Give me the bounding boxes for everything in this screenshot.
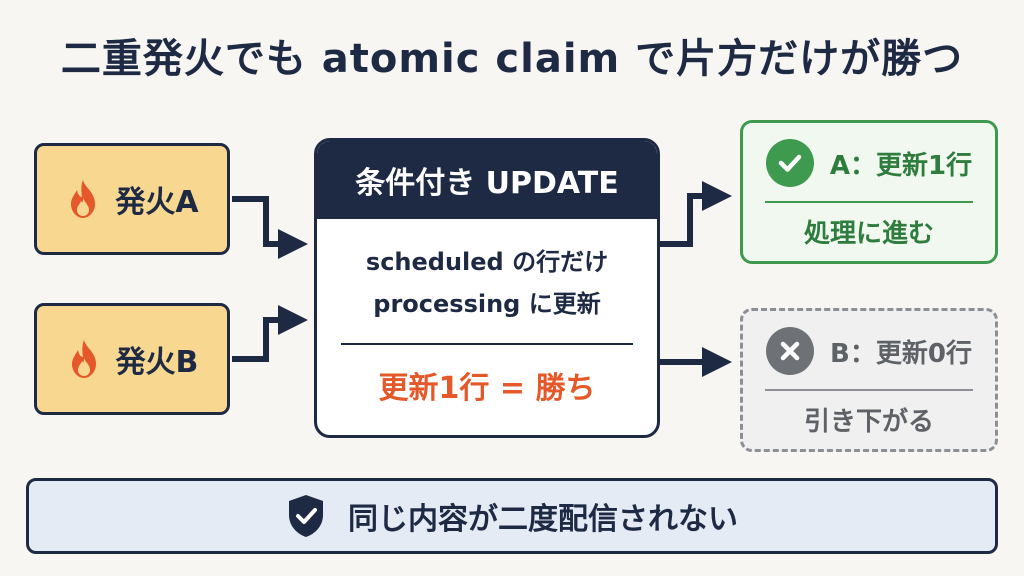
outcome-a-status: A：更新1行 bbox=[829, 150, 973, 181]
trigger-b-box: 発火B bbox=[34, 303, 230, 415]
shield-check-icon bbox=[289, 495, 323, 537]
page-title: 二重発火でも atomic claim で片方だけが勝つ bbox=[60, 36, 964, 82]
fire-icon bbox=[71, 340, 96, 378]
condition-text: scheduled の行だけ processing に更新 bbox=[317, 241, 657, 325]
check-icon bbox=[765, 139, 814, 187]
arrow-trigger-b-to-update bbox=[232, 305, 308, 362]
win-condition-text: 更新1行 = 勝ち bbox=[378, 371, 596, 406]
fire-icon bbox=[71, 180, 96, 218]
arrow-trigger-a-to-update bbox=[232, 196, 308, 259]
outcome-a-box: A：更新1行 処理に進む bbox=[740, 120, 998, 264]
trigger-a-box: 発火A bbox=[34, 143, 230, 255]
divider bbox=[765, 389, 973, 391]
divider bbox=[341, 343, 633, 345]
close-icon bbox=[766, 327, 815, 375]
outcome-a-action: 処理に進む bbox=[803, 219, 934, 249]
outcome-b-status: B：更新0行 bbox=[830, 338, 972, 369]
condition-line-1: scheduled の行だけ bbox=[365, 248, 609, 276]
conditional-update-box: 条件付き UPDATE scheduled の行だけ processing に更… bbox=[314, 138, 660, 438]
divider bbox=[765, 201, 973, 203]
arrow-update-to-outcome-a bbox=[660, 181, 732, 247]
trigger-a-label: 発火A bbox=[115, 185, 199, 220]
condition-line-2: processing に更新 bbox=[373, 290, 601, 318]
footer-banner: 同じ内容が二度配信されない bbox=[26, 478, 998, 554]
footer-message: 同じ内容が二度配信されない bbox=[348, 502, 738, 537]
trigger-b-label: 発火B bbox=[115, 345, 199, 380]
outcome-b-box: B：更新0行 引き下がる bbox=[740, 308, 998, 452]
conditional-update-header: 条件付き UPDATE bbox=[317, 141, 657, 219]
outcome-b-action: 引き下がる bbox=[803, 407, 934, 437]
